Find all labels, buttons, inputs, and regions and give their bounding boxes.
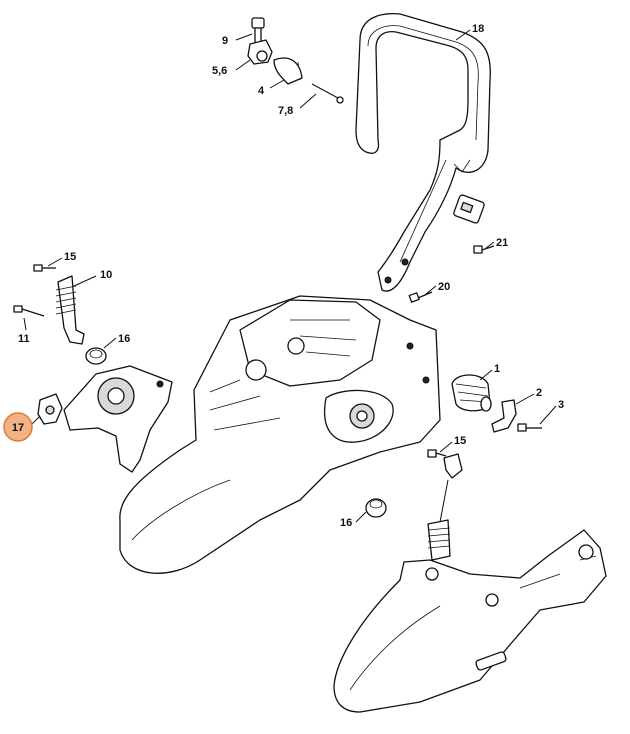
callout-7-8: 7,8 (278, 105, 293, 117)
annular-buffer-1[interactable] (451, 374, 492, 412)
callout-17-highlight[interactable]: 17 (3, 412, 33, 442)
screw-3[interactable] (517, 423, 542, 432)
callout-11: 11 (18, 333, 30, 345)
callout-21: 21 (496, 237, 508, 249)
callout-16-right: 16 (340, 517, 352, 529)
callout-2: 2 (536, 387, 542, 399)
spring-10[interactable] (55, 275, 85, 345)
callout-15-right: 15 (454, 435, 466, 447)
callout-16-left: 16 (118, 333, 130, 345)
callout-20: 20 (438, 281, 450, 293)
screw-20[interactable] (408, 291, 433, 303)
callout-17: 17 (12, 422, 24, 434)
buffer-17[interactable] (37, 393, 63, 425)
callout-labels: 18 9 5,6 4 7,8 21 20 15 10 11 16 1 2 3 1… (18, 23, 564, 529)
callout-9: 9 (222, 35, 228, 47)
callout-10: 10 (100, 269, 112, 281)
handlebar-part[interactable] (355, 12, 491, 292)
spring-4[interactable] (273, 57, 303, 85)
callout-5-6: 5,6 (212, 65, 227, 77)
pin-7-8[interactable] (311, 83, 344, 104)
callout-4: 4 (258, 85, 265, 97)
lower-handle-housing (333, 529, 607, 713)
bracket-housing[interactable] (63, 365, 173, 473)
spring-handle-right[interactable] (427, 453, 463, 561)
screw-11[interactable] (13, 305, 45, 317)
callout-3: 3 (558, 399, 564, 411)
bracket-2[interactable] (491, 399, 517, 433)
callout-18: 18 (472, 23, 484, 35)
screw-9[interactable] (251, 17, 265, 45)
buffer-16-right[interactable] (365, 498, 387, 518)
chainsaw-housing (119, 295, 441, 574)
screw-15-right[interactable] (427, 449, 447, 458)
screw-15-left[interactable] (33, 264, 56, 272)
callout-1: 1 (494, 363, 500, 375)
buffer-16-left[interactable] (85, 347, 107, 365)
annular-buffer-5-6[interactable] (247, 39, 273, 65)
screw-21[interactable] (473, 245, 495, 254)
callout-15-left: 15 (64, 251, 76, 263)
